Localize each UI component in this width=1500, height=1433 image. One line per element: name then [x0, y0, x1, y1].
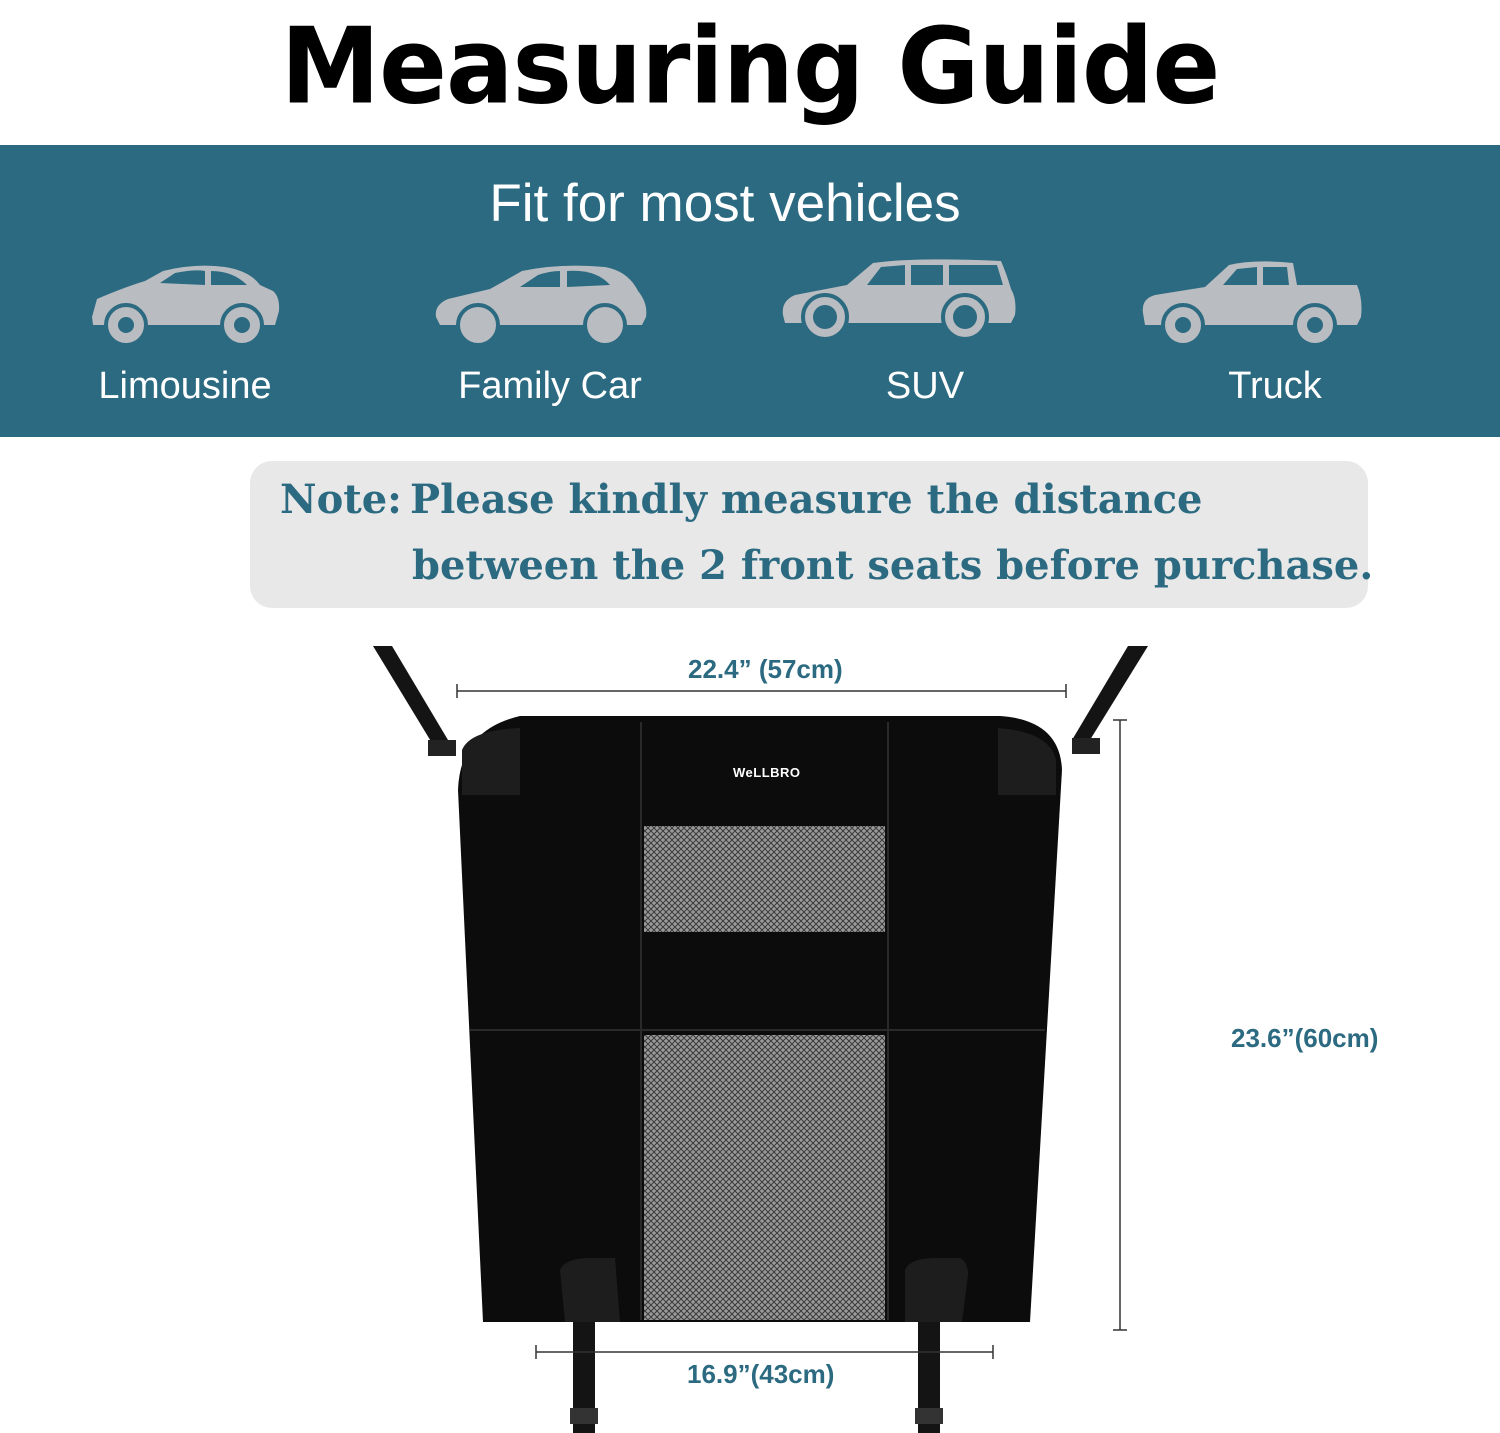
- height-label: 23.6”(60cm): [1231, 1023, 1379, 1053]
- vehicle-limousine: Limousine: [35, 255, 335, 445]
- right-buckle: [1072, 738, 1100, 754]
- note-prefix: Note:: [280, 476, 402, 523]
- bottom-left-strap: [573, 1320, 595, 1433]
- page-title: Measuring Guide: [280, 5, 1221, 128]
- band-heading: Fit for most vehicles: [489, 174, 961, 233]
- right-strap: [1072, 646, 1148, 748]
- vehicle-label: Truck: [1228, 365, 1322, 407]
- lower-mesh-window: [644, 1035, 885, 1320]
- upper-mesh-window: [644, 826, 885, 932]
- vehicle-label: Limousine: [98, 365, 272, 407]
- hatchback-icon: [435, 265, 647, 347]
- vehicle-label: SUV: [885, 365, 965, 407]
- top-width-label: 22.4” (57cm): [688, 654, 843, 684]
- note-box: [250, 461, 1368, 608]
- vehicle-band: Fit for most vehicles Limousine Family C…: [0, 145, 1500, 437]
- note-line-2: between the 2 front seats before purchas…: [412, 542, 1374, 589]
- left-buckle: [428, 740, 456, 756]
- bottom-width-label: 16.9”(43cm): [687, 1359, 835, 1389]
- vehicle-label: Family Car: [458, 365, 642, 407]
- left-strap: [373, 646, 448, 748]
- barrier-panel: [458, 716, 1062, 1322]
- suv-icon: [782, 259, 1016, 341]
- vehicle-family-car: Family Car: [400, 255, 700, 445]
- sedan-icon: [92, 265, 280, 347]
- brand-logo: WeLLBRO: [733, 765, 801, 780]
- vehicle-suv: SUV: [775, 255, 1075, 445]
- vehicle-truck: Truck: [1125, 255, 1425, 445]
- pickup-truck-icon: [1142, 261, 1362, 347]
- bottom-right-strap: [918, 1320, 940, 1433]
- note-line-1: Please kindly measure the distance: [410, 476, 1203, 523]
